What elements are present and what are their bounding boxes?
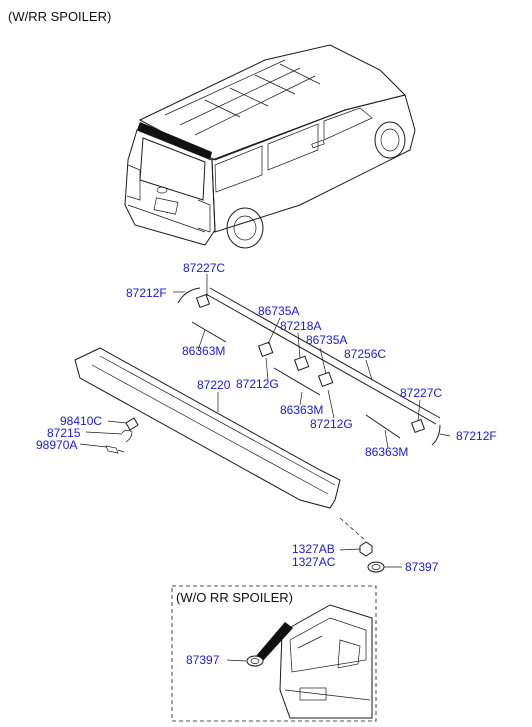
label-87215: 87215: [47, 426, 81, 440]
tape-strip-mid: [273, 367, 321, 396]
label-87212G-1: 87212G: [236, 377, 279, 391]
label-87397-top: 87397: [405, 560, 439, 574]
rear-spoiler-body: [74, 347, 341, 509]
heading-with-spoiler: (W/RR SPOILER): [8, 9, 111, 24]
van-illustration-with-spoiler: [124, 44, 416, 249]
label-86363M-left: 86363M: [182, 344, 225, 358]
end-cap-left: [177, 287, 201, 304]
label-98970A: 98970A: [36, 438, 77, 452]
end-cap-right: [431, 424, 441, 446]
label-87397-bottom: 87397: [186, 653, 220, 667]
label-87227C-right: 87227C: [400, 386, 442, 400]
inset-without-spoiler: (W/O RR SPOILER) 87397: [171, 585, 377, 722]
label-87220: 87220: [197, 378, 231, 392]
clip-right: [410, 418, 426, 434]
leader-lines: [79, 274, 451, 568]
pad-center: [293, 355, 310, 371]
nut: [359, 541, 373, 557]
connector-dashed: [339, 517, 366, 541]
heading-without-spoiler: (W/O RR SPOILER): [176, 590, 293, 605]
label-87227C-top: 87227C: [183, 261, 225, 275]
label-98410C: 98410C: [60, 414, 102, 428]
pad-left: [257, 341, 274, 357]
label-86735A-1: 86735A: [258, 304, 299, 318]
label-87212G-2: 87212G: [310, 417, 353, 431]
label-86363M-mid: 86363M: [280, 403, 323, 417]
tape-strip-right: [365, 414, 401, 439]
label-1327AC: 1327AC: [292, 555, 336, 569]
grommet: [367, 561, 385, 573]
clip-left: [195, 293, 211, 309]
label-87218A: 87218A: [280, 319, 321, 333]
label-87256C: 87256C: [344, 347, 386, 361]
pad-right: [317, 371, 334, 387]
label-86735A-2: 86735A: [306, 333, 347, 347]
washer-nozzle-assembly: [105, 417, 139, 454]
label-87212F-right: 87212F: [456, 429, 497, 443]
tape-strip-left: [191, 321, 227, 343]
label-86363M-right: 86363M: [365, 445, 408, 459]
label-87212F-left: 87212F: [126, 286, 167, 300]
rear-spoiler-strip-upper: [205, 287, 441, 425]
label-1327AB: 1327AB: [292, 542, 335, 556]
